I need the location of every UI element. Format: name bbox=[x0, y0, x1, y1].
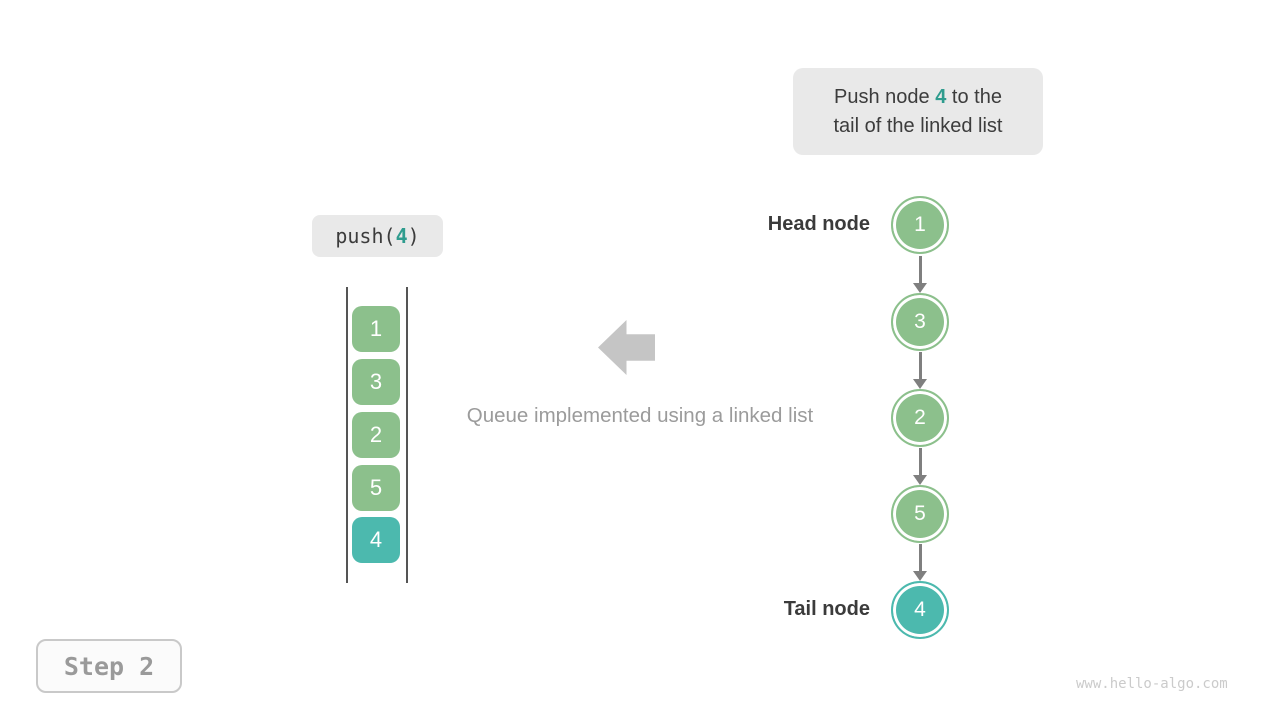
down-arrow-icon bbox=[919, 256, 922, 283]
queue-cell: 2 bbox=[352, 412, 400, 458]
list-node: 1 bbox=[891, 196, 949, 254]
list-node: 3 bbox=[891, 293, 949, 351]
queue-wall-left bbox=[346, 287, 348, 583]
queue-cell: 3 bbox=[352, 359, 400, 405]
tooltip-text-line2: tail of the linked list bbox=[833, 114, 1003, 137]
down-arrow-icon bbox=[919, 544, 922, 571]
queue-cell: 4 bbox=[352, 517, 400, 563]
watermark-url: www.hello-algo.com bbox=[1076, 676, 1228, 692]
tooltip-highlight-value: 4 bbox=[935, 85, 947, 108]
push-call-fn: push( bbox=[335, 224, 396, 248]
tooltip-text: Push node 4 to the tail of the linked li… bbox=[834, 83, 1003, 141]
step-badge: Step 2 bbox=[36, 639, 182, 693]
list-node: 2 bbox=[891, 389, 949, 447]
queue-wall-right bbox=[406, 287, 408, 583]
push-call-close: ) bbox=[407, 224, 420, 248]
left-block-arrow-icon bbox=[598, 320, 655, 375]
queue-cell: 5 bbox=[352, 465, 400, 511]
figure-caption: Queue implemented using a linked list bbox=[466, 404, 814, 427]
list-node: 5 bbox=[891, 485, 949, 543]
down-arrow-icon bbox=[919, 448, 922, 475]
push-call-arg: 4 bbox=[395, 224, 408, 248]
list-node: 4 bbox=[891, 581, 949, 639]
down-arrow-icon bbox=[919, 352, 922, 379]
tooltip-text-part1: Push node bbox=[834, 85, 936, 108]
tail-node-label: Tail node bbox=[783, 598, 870, 620]
head-node-label: Head node bbox=[767, 213, 870, 235]
tooltip-bubble: Push node 4 to the tail of the linked li… bbox=[793, 68, 1043, 155]
queue-cell: 1 bbox=[352, 306, 400, 352]
push-call-label: push(4) bbox=[312, 215, 443, 257]
tooltip-text-part2: to the bbox=[946, 85, 1002, 108]
